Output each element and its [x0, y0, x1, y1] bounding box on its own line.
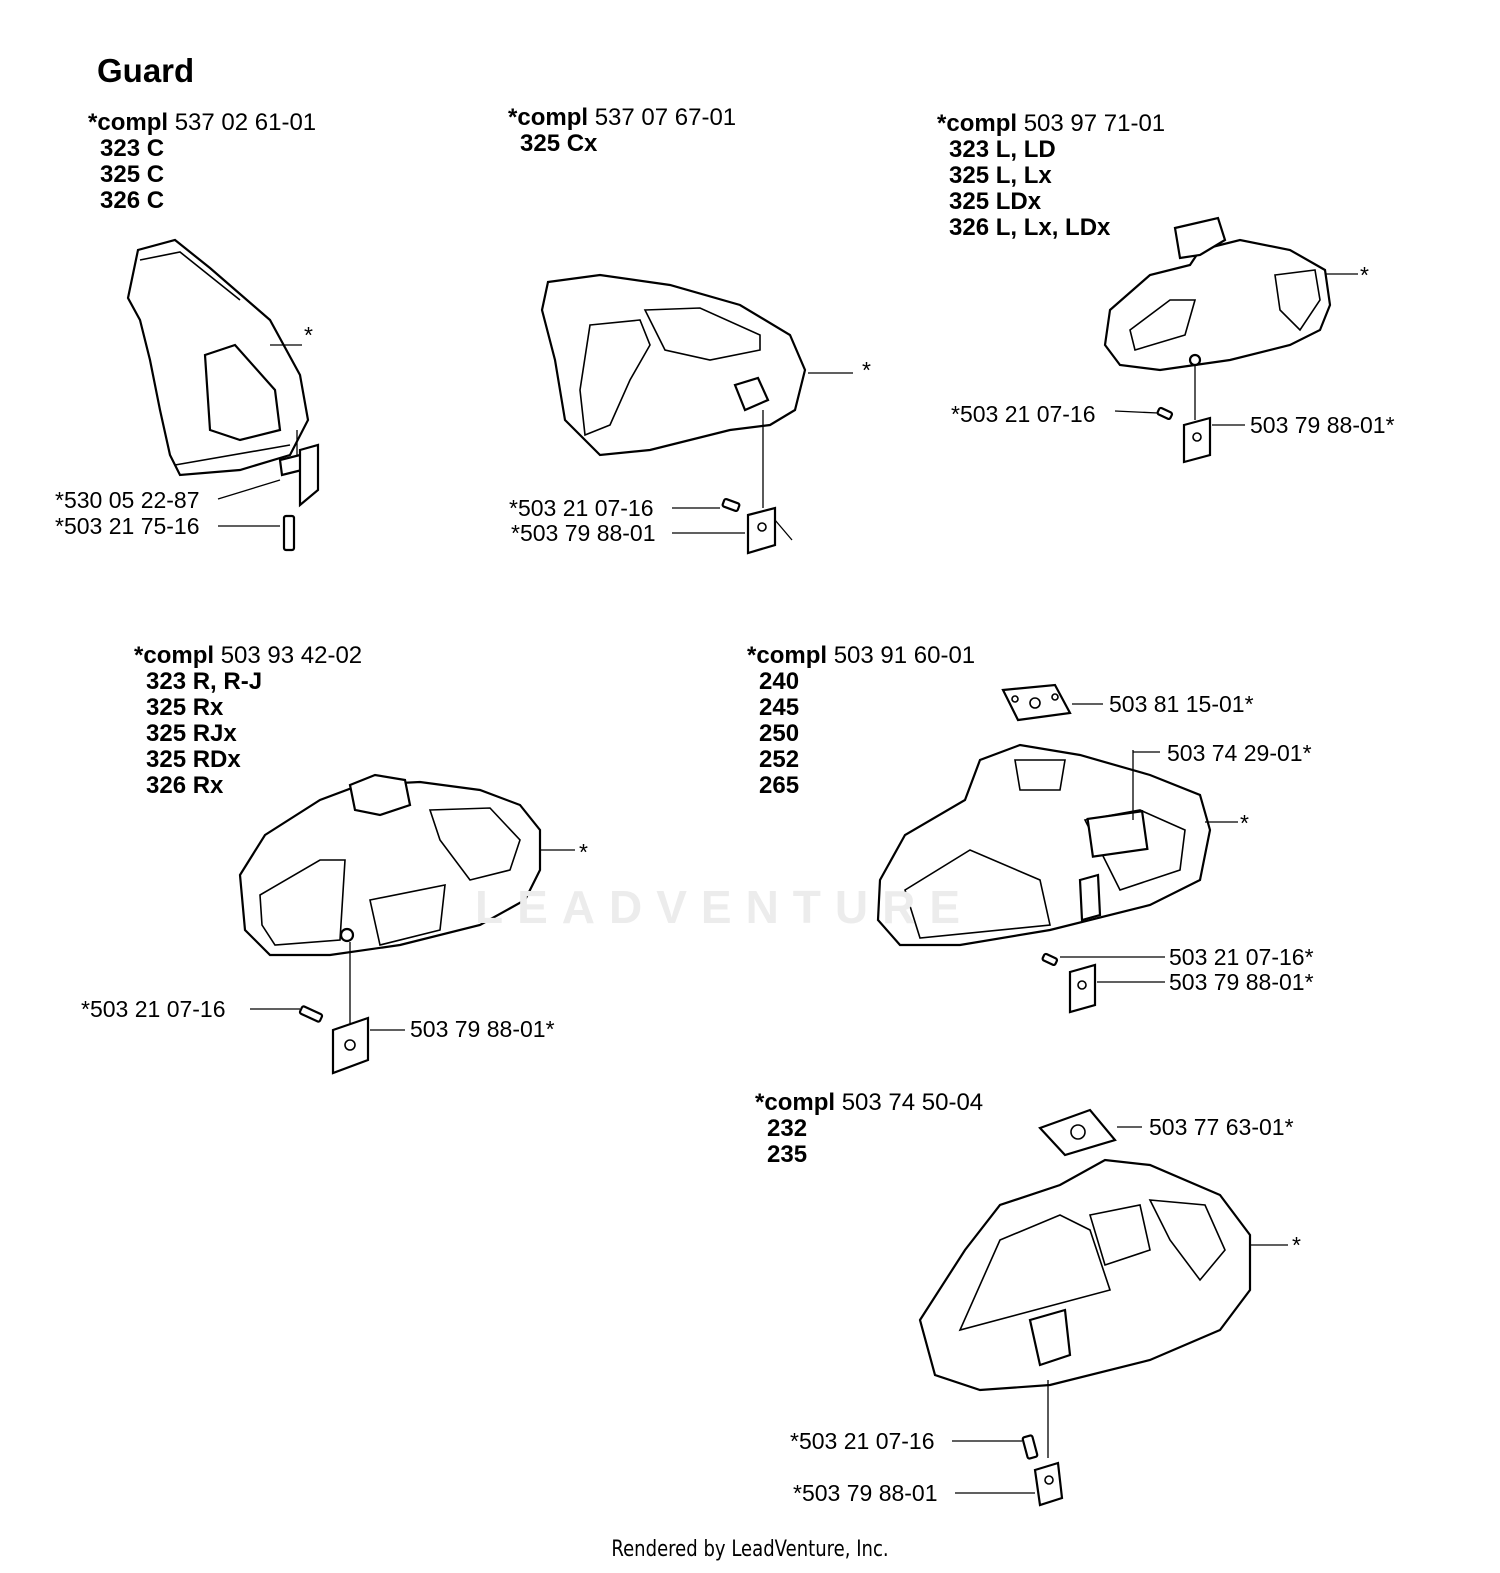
compl-keyword: *compl [747, 642, 828, 669]
model: 325 L, Lx [949, 162, 1052, 189]
model: 240 [759, 668, 800, 695]
model: 323 C [100, 135, 165, 162]
model: 265 [759, 772, 800, 799]
model: 245 [759, 694, 800, 721]
model: 325 C [100, 161, 165, 188]
callout: *503 79 88-01 [511, 520, 656, 546]
guard-group-6 [918, 1108, 1288, 1507]
group-6-heading: *compl 503 74 50-04 232 235 [755, 1090, 983, 1168]
model: 325 RJx [146, 720, 237, 747]
callout: * [1240, 810, 1249, 836]
guard-group-2 [540, 273, 853, 555]
callout: *530 05 22-87 [55, 487, 200, 513]
callout: 503 79 88-01* [410, 1016, 555, 1042]
group-5-heading: *compl 503 91 60-01 240 245 250 252 265 [747, 643, 975, 799]
model: 326 C [100, 187, 165, 214]
page-title: Guard [97, 52, 195, 89]
model: 323 L, LD [949, 136, 1056, 163]
callout: * [862, 357, 871, 383]
compl-keyword: *compl [134, 642, 215, 669]
part-number: 537 02 61-01 [174, 109, 317, 136]
model: 232 [767, 1115, 808, 1142]
callout: 503 21 07-16* [1169, 944, 1314, 970]
callout: 503 77 63-01* [1149, 1114, 1294, 1140]
callout: * [1360, 262, 1369, 288]
model: 252 [759, 746, 800, 773]
callout: 503 81 15-01* [1109, 691, 1254, 717]
callout: 503 79 88-01* [1250, 412, 1395, 438]
model: 325 RDx [146, 746, 241, 773]
callout: *503 21 07-16 [790, 1428, 935, 1454]
model: 250 [759, 720, 800, 747]
part-number: 503 74 50-04 [841, 1089, 984, 1116]
group-3-heading: *compl 503 97 71-01 323 L, LD 325 L, Lx … [937, 111, 1165, 241]
model: 323 R, R-J [146, 668, 263, 695]
model: 325 Rx [146, 694, 224, 721]
callout: * [1292, 1232, 1301, 1258]
watermark: LEADVENTURE [475, 881, 975, 933]
part-number: 503 97 71-01 [1023, 110, 1166, 137]
callout: *503 21 07-16 [81, 996, 226, 1022]
callout: 503 74 29-01* [1167, 740, 1312, 766]
guard-group-3 [1103, 216, 1358, 464]
model: 326 Rx [146, 772, 224, 799]
compl-keyword: *compl [88, 109, 169, 136]
group-2-heading: *compl 537 07 67-01 325 Cx [508, 105, 736, 157]
compl-keyword: *compl [508, 104, 589, 131]
callout: *503 79 88-01 [793, 1480, 938, 1506]
group-4-heading: *compl 503 93 42-02 323 R, R-J 325 Rx 32… [134, 643, 362, 799]
callout: * [579, 839, 588, 865]
part-number: 503 93 42-02 [220, 642, 363, 669]
callout: *503 21 75-16 [55, 513, 200, 539]
callout: * [304, 322, 313, 348]
callout: *503 21 07-16 [951, 401, 1096, 427]
group-1-heading: *compl 537 02 61-01 323 C 325 C 326 C [88, 110, 316, 214]
footer-credit: Rendered by LeadVenture, Inc. [611, 1537, 889, 1562]
compl-keyword: *compl [937, 110, 1018, 137]
part-number: 503 91 60-01 [833, 642, 976, 669]
guard-group-4 [238, 773, 575, 1075]
part-number: 537 07 67-01 [594, 104, 737, 131]
guard-group-1 [126, 238, 320, 552]
compl-keyword: *compl [755, 1089, 836, 1116]
callout: 503 79 88-01* [1169, 969, 1314, 995]
model: 325 Cx [520, 130, 598, 157]
model: 235 [767, 1141, 808, 1168]
model: 326 L, Lx, LDx [949, 214, 1111, 241]
callout: *503 21 07-16 [509, 495, 654, 521]
model: 325 LDx [949, 188, 1042, 215]
guard-group-5 [876, 683, 1238, 1014]
